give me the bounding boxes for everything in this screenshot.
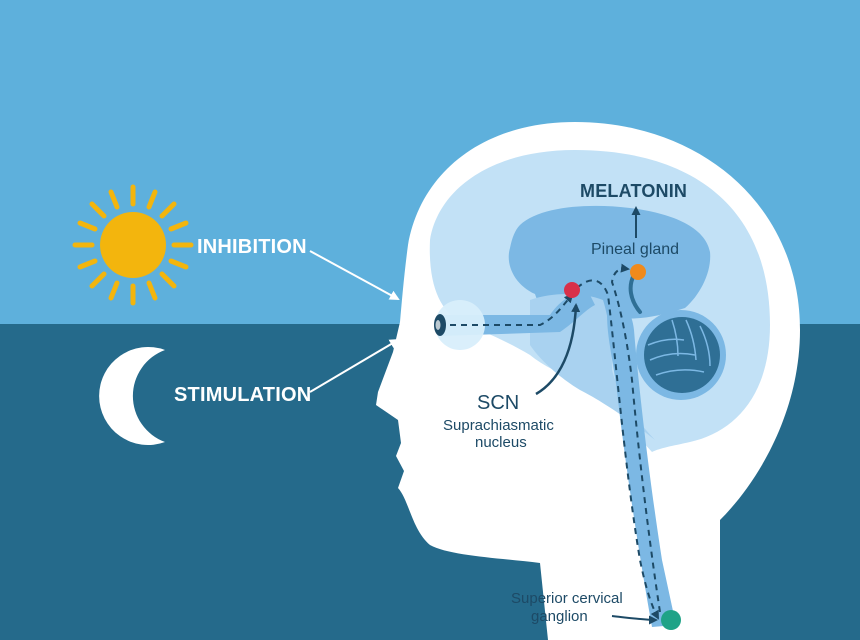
scn-dot — [564, 282, 580, 298]
scn-full-name-line2: nucleus — [475, 434, 527, 451]
scn-full-name-line1: Suprachiasmatic — [443, 417, 554, 434]
scn-label: SCN — [477, 392, 519, 414]
ganglion-dot — [661, 610, 681, 630]
melatonin-label: MELATONIN — [580, 181, 687, 201]
ganglion-label-line2: ganglion — [531, 608, 588, 625]
ganglion-label-line1: Superior cervical — [511, 590, 623, 607]
pineal-gland-label: Pineal gland — [591, 241, 679, 258]
sun-icon — [75, 187, 191, 303]
stimulation-label: STIMULATION — [174, 384, 311, 406]
inhibition-label: INHIBITION — [197, 236, 307, 258]
pineal-dot — [630, 264, 646, 280]
